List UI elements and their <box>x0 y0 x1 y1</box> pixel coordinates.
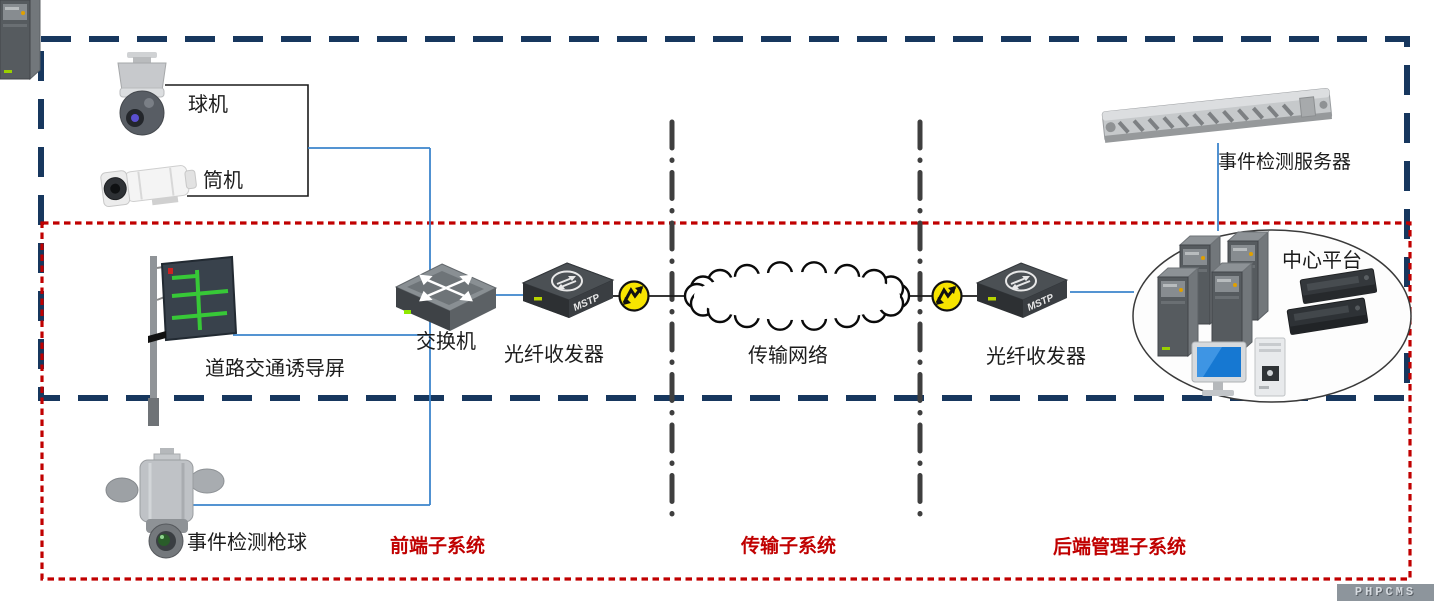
label-fiber-transceiver-left: 光纤收发器 <box>504 344 604 366</box>
dome-camera-icon <box>117 52 167 136</box>
label-event-detection-server: 事件检测服务器 <box>1218 152 1352 173</box>
label-fiber-transceiver-right: 光纤收发器 <box>986 346 1086 368</box>
fiber-transceiver-right-icon: MSTP <box>976 262 1068 319</box>
label-central-platform: 中心平台 <box>1282 250 1362 272</box>
inner-dotted-border <box>40 221 1412 581</box>
fiber-transceiver-left-icon: MSTP <box>522 262 614 319</box>
bullet-camera-icon <box>100 165 197 208</box>
label-switch: 交换机 <box>416 331 476 353</box>
rack-units-icon <box>1286 268 1378 335</box>
label-dome-camera: 球机 <box>188 94 228 116</box>
camera-bracket-lines <box>165 84 309 197</box>
zone-label-frontend: 前端子系统 <box>390 536 486 557</box>
phpcms-watermark: PHPCMS <box>1337 584 1434 601</box>
fiber-node-left-icon <box>618 280 650 312</box>
blue-connector-lines <box>183 143 1219 506</box>
switch-icon <box>394 263 498 331</box>
label-bullet-camera: 筒机 <box>203 170 243 192</box>
event-camera-icon <box>105 448 225 559</box>
zone-label-backend: 后端管理子系统 <box>1053 537 1187 558</box>
label-event-detection-camera: 事件检测枪球 <box>187 532 307 554</box>
zone-label-transmission: 传输子系统 <box>741 536 837 557</box>
guidance-screen-icon <box>148 255 238 426</box>
outer-dashed-border <box>38 36 1410 401</box>
rack-server-icon <box>1101 87 1333 143</box>
desktop-pc-icon <box>1191 337 1286 397</box>
label-guidance-screen: 道路交通诱导屏 <box>205 358 345 380</box>
label-transmission-network: 传输网络 <box>748 345 828 367</box>
network-cloud-icon <box>683 261 911 331</box>
central-platform-icon <box>0 0 1412 403</box>
fiber-node-right-icon <box>931 280 963 312</box>
